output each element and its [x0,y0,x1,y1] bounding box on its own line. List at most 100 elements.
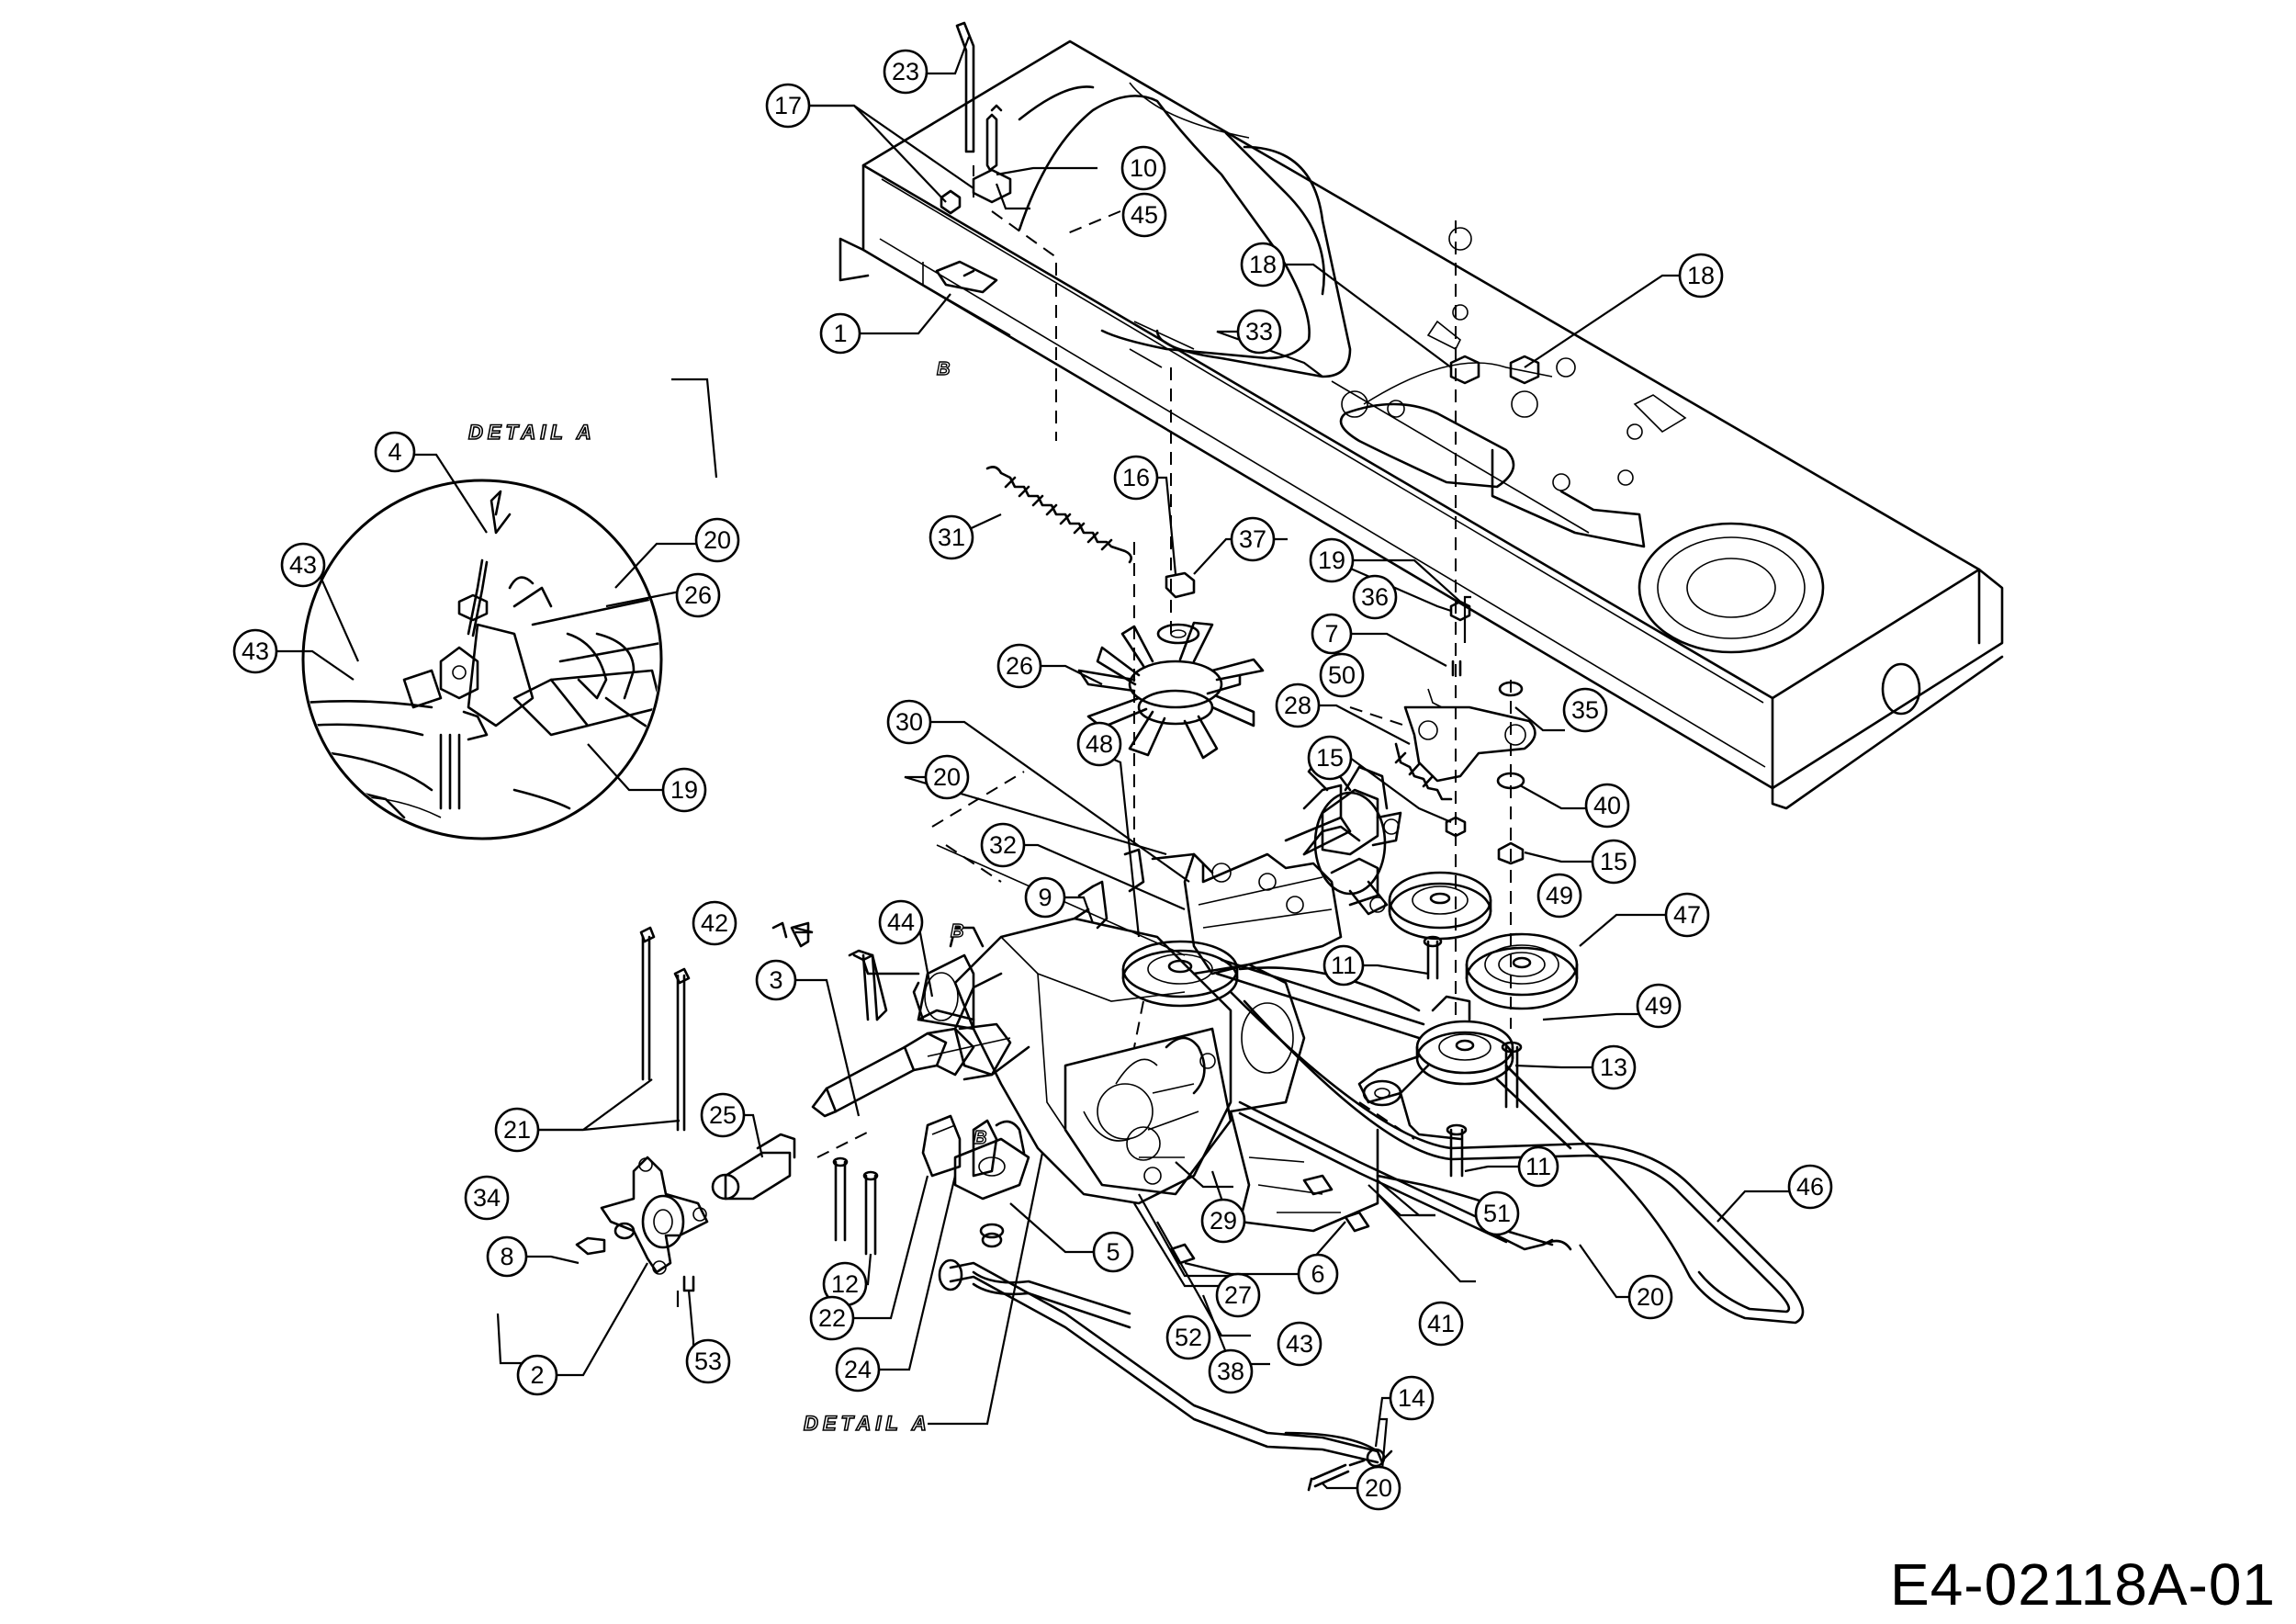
callout-9: 9 [1024,876,1066,919]
bolts [1423,600,1525,1178]
callout-35: 35 [1562,687,1608,733]
callout-17: 17 [765,83,811,129]
callout-38: 38 [1208,1348,1254,1394]
callout-20-inset: 20 [694,517,740,563]
lift-rod [938,1232,1393,1468]
callout-15-left: 15 [1307,735,1353,781]
drawing-number: E4-02118A-01 [1890,1551,2276,1618]
callout-52: 52 [1165,1314,1211,1360]
svg-text:52: 52 [1175,1324,1202,1351]
callout-46: 46 [1787,1164,1833,1210]
callout-36: 36 [1352,574,1398,620]
svg-text:23: 23 [892,58,919,85]
svg-text:49: 49 [1645,992,1672,1020]
callout-24: 24 [835,1347,881,1393]
svg-text:40: 40 [1593,792,1621,819]
svg-text:31: 31 [938,524,965,551]
svg-text:50: 50 [1328,661,1356,689]
svg-text:38: 38 [1217,1358,1244,1385]
svg-text:2: 2 [530,1361,544,1389]
callout-31: 31 [929,514,974,560]
svg-text:19: 19 [1318,547,1345,574]
callout-42: 42 [692,900,737,946]
callout-15-right: 15 [1591,839,1637,885]
svg-text:41: 41 [1427,1310,1455,1337]
svg-text:49: 49 [1546,882,1573,909]
callout-22: 22 [809,1295,855,1341]
callout-45: 45 [1121,192,1167,238]
callout-4: 4 [374,431,416,473]
svg-text:20: 20 [933,763,961,791]
callout-29: 29 [1200,1198,1246,1244]
svg-text:33: 33 [1245,318,1273,345]
svg-text:43: 43 [242,637,269,665]
control-rod [1169,1100,1554,1265]
callout-47: 47 [1664,892,1710,938]
idler-bracket [1394,688,1536,801]
callout-20-right: 20 [1627,1274,1673,1320]
top-rod-assembly [935,21,1095,294]
transaxle [811,751,1402,1233]
callout-8: 8 [486,1235,528,1278]
svg-text:46: 46 [1796,1173,1824,1201]
idler-arm [1357,1054,1462,1141]
callout-12: 12 [822,1261,868,1307]
svg-text:30: 30 [895,708,923,736]
view-marker-b-axle: B [951,921,963,942]
svg-text:32: 32 [989,831,1017,859]
svg-text:4: 4 [388,438,401,466]
callout-13: 13 [1591,1044,1637,1090]
svg-text:35: 35 [1571,696,1599,724]
svg-text:20: 20 [1365,1474,1392,1502]
detail-a-pointer-leader [928,1152,1044,1426]
svg-text:17: 17 [774,92,802,119]
svg-text:19: 19 [670,776,698,804]
callout-37: 37 [1230,516,1276,562]
brake-cable-loop [1018,95,1325,360]
callout-27: 27 [1215,1272,1261,1318]
callout-2: 2 [516,1354,558,1396]
view-marker-b-bracket: B [974,1128,986,1148]
svg-text:5: 5 [1106,1238,1120,1266]
callout-41: 41 [1418,1301,1464,1347]
svg-text:43: 43 [1286,1330,1313,1358]
svg-text:16: 16 [1122,464,1150,491]
callout-30: 30 [886,699,932,745]
svg-text:7: 7 [1324,620,1338,648]
svg-text:51: 51 [1483,1200,1511,1227]
callout-7: 7 [1311,613,1353,655]
cooling-fan [1077,621,1265,760]
svg-text:45: 45 [1131,201,1158,229]
detail-a-inset-title: DETAIL A [468,421,596,444]
chassis-frame [838,39,2004,810]
callout-34: 34 [464,1175,510,1221]
bracket-24 [921,1114,1026,1239]
svg-text:47: 47 [1673,901,1701,929]
callout-43-inset-upper: 43 [280,542,326,588]
callout-16: 16 [1113,455,1159,501]
callout-25: 25 [700,1092,746,1138]
svg-text:14: 14 [1398,1384,1425,1412]
svg-text:13: 13 [1600,1054,1627,1081]
svg-text:53: 53 [694,1348,722,1375]
svg-text:25: 25 [709,1101,737,1129]
callout-51: 51 [1474,1190,1520,1236]
svg-text:20: 20 [703,526,731,554]
callout-33: 33 [1236,309,1282,355]
callout-44: 44 [878,899,924,945]
callout-23: 23 [883,49,929,95]
svg-text:9: 9 [1038,884,1052,911]
svg-text:42: 42 [701,909,728,937]
svg-text:22: 22 [818,1304,846,1332]
callout-10: 10 [1120,145,1166,191]
flat-idler-pulley [1465,932,1579,1010]
callout-49-lower: 49 [1636,983,1682,1029]
callout-53: 53 [685,1338,731,1384]
callout-11-upper: 11 [1322,944,1365,987]
svg-text:21: 21 [503,1116,531,1144]
svg-text:15: 15 [1316,744,1344,772]
svg-text:26: 26 [684,581,712,609]
callout-5: 5 [1092,1231,1134,1273]
callout-28: 28 [1275,682,1321,728]
